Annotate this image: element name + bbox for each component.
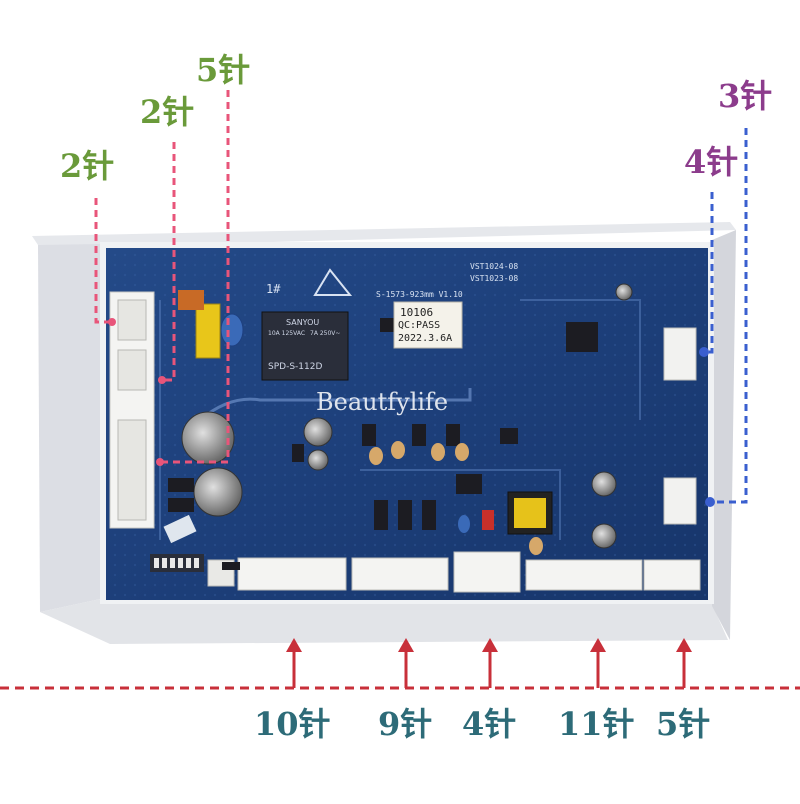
ics [168,318,598,570]
board-marking-4: S-1573-923mm V1.10 [376,290,463,299]
label-4pin-bottom: 4针 [462,705,517,743]
board-marking-3: VST1023-08 [470,274,519,283]
label-2pin-left-upper: 2针 [140,93,195,131]
small-components [163,441,543,555]
electrolytic-capacitors [181,283,633,549]
qc-sticker [393,301,463,349]
label-4pin-right: 4针 [684,143,739,181]
label-5pin-bottom: 5针 [656,705,711,743]
relay-spec-2: 7A 250V~ [310,330,341,337]
label-5pin-left: 5针 [196,51,251,89]
label-9pin: 9针 [378,705,433,743]
relay-spec-1: 10A 125VAC [268,330,306,337]
relay-model: SPD-S-112D [268,362,323,372]
dip-switch [150,554,204,572]
relay-brand: SANYOU [286,318,320,327]
bottom-connectors [207,551,701,593]
label-10pin: 10针 [254,705,331,743]
watermark: Beautfylife [316,388,449,416]
sticker-line-3: 2022.3.6A [398,333,453,344]
sticker-line-2: QC:PASS [398,320,441,331]
board-marking-2: VST1024-08 [470,262,519,271]
relay [261,311,349,381]
right-connectors [663,327,697,525]
sticker-line-1: 10106 [400,306,434,319]
board-marking-1: 1# [266,282,281,296]
left-connectors [109,291,155,529]
annotation-dots [108,318,715,507]
label-11pin: 11针 [558,705,635,743]
bottom-arrows [286,638,692,688]
label-2pin-left-lower: 2针 [60,147,115,185]
label-3pin-right: 3针 [718,77,773,115]
transformer [507,491,553,535]
